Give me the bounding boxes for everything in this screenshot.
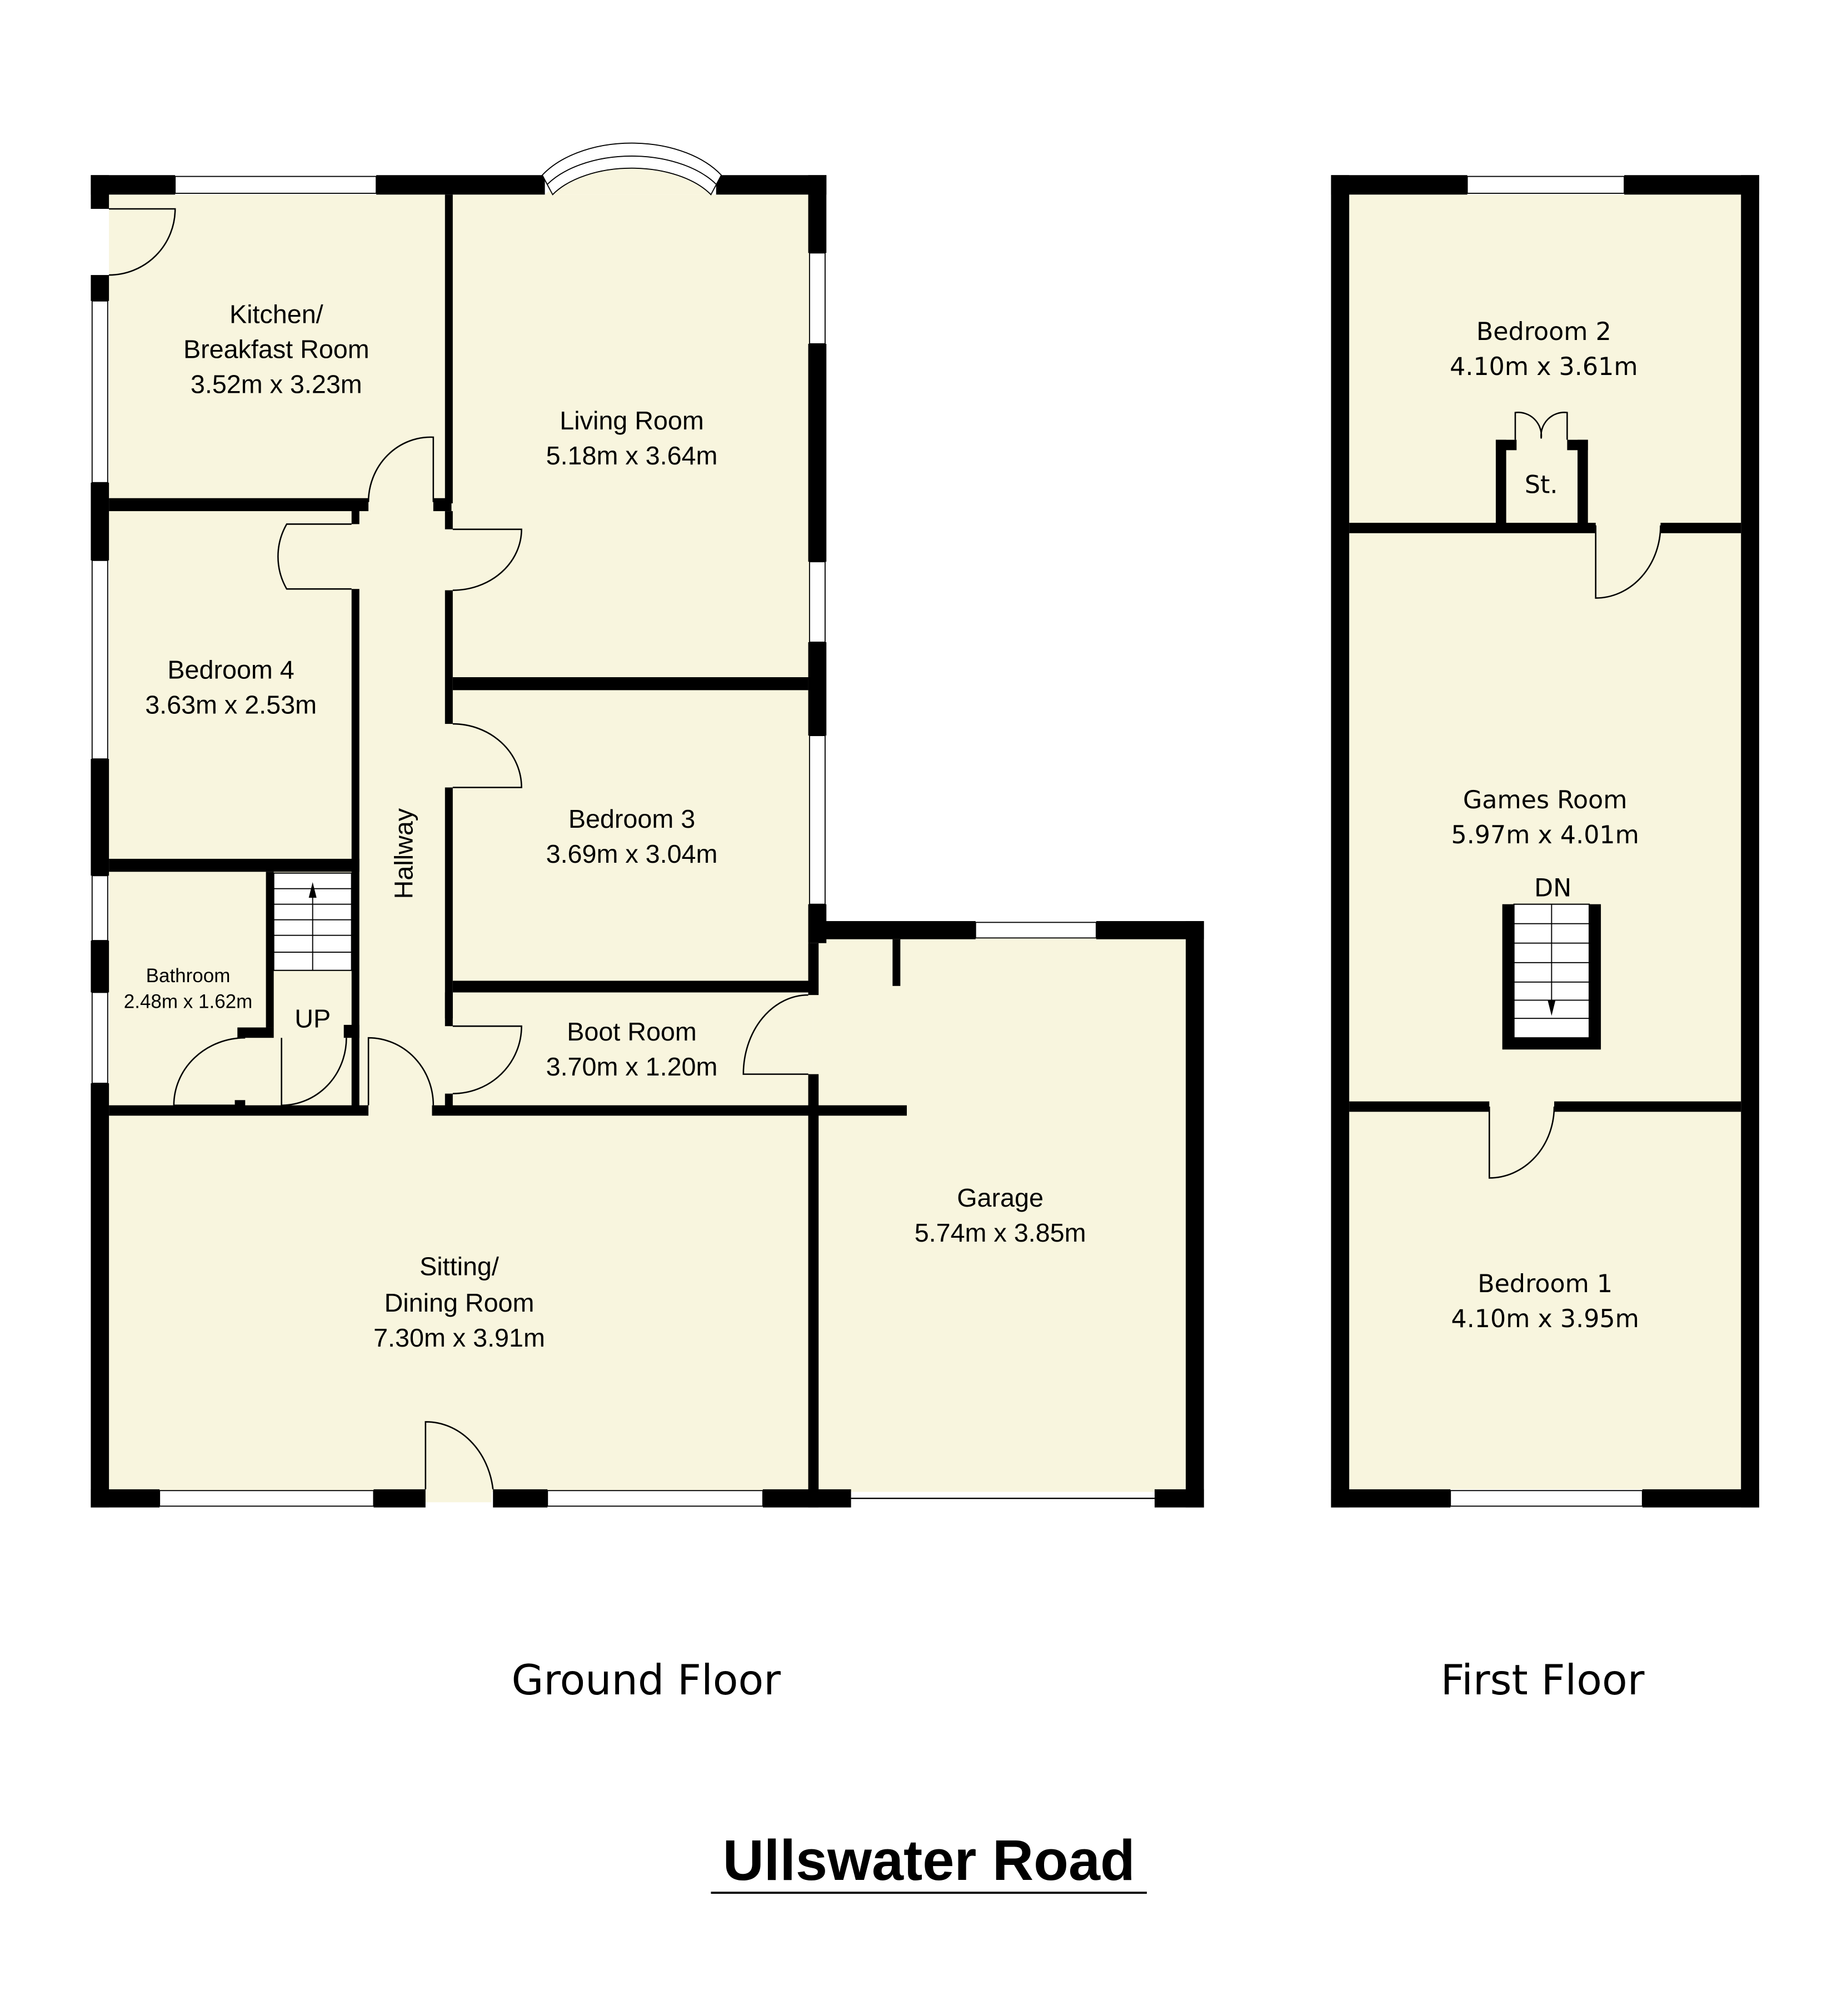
first-floor-staircase <box>1502 903 1601 1050</box>
garage-label: Garage <box>957 1183 1044 1212</box>
storage-label: St. <box>1525 471 1558 499</box>
bedroom4-label: Bedroom 4 <box>167 655 294 684</box>
first-floor-walls <box>1331 175 1759 1508</box>
sitting-room-label-2: Dining Room <box>385 1288 535 1317</box>
bedroom4-size: 3.63m x 2.53m <box>145 690 317 719</box>
ground-walls <box>91 175 1204 1508</box>
ground-windows <box>91 142 1155 1507</box>
garage-size: 5.74m x 3.85m <box>915 1218 1086 1247</box>
boot-room-label: Boot Room <box>567 1017 697 1046</box>
ground-floor: Kitchen/ Breakfast Room 3.52m x 3.23m Li… <box>91 142 1204 1704</box>
bedroom3-size: 3.69m x 3.04m <box>546 839 718 868</box>
bedroom2-size: 4.10m x 3.61m <box>1450 353 1638 381</box>
ground-floor-title: Ground Floor <box>511 1656 781 1704</box>
kitchen-label-2: Breakfast Room <box>183 335 370 364</box>
kitchen-size: 3.52m x 3.23m <box>191 370 362 399</box>
stairs-up-label: UP <box>294 1004 331 1033</box>
bedroom2-label: Bedroom 2 <box>1476 318 1611 346</box>
games-room-size: 5.97m x 4.01m <box>1451 821 1639 849</box>
boot-room-size: 3.70m x 1.20m <box>546 1052 718 1081</box>
first-floor: Bedroom 2 4.10m x 3.61m St. Games Room 5… <box>1331 175 1759 1704</box>
sitting-room-size: 7.30m x 3.91m <box>373 1323 545 1352</box>
stairs-down-label: DN <box>1534 874 1571 903</box>
first-floor-title: First Floor <box>1441 1656 1645 1704</box>
sitting-room-label: Sitting/ <box>420 1252 499 1281</box>
games-room-label: Games Room <box>1463 786 1628 814</box>
bedroom3-label: Bedroom 3 <box>568 804 695 833</box>
bathroom-size: 2.48m x 1.62m <box>124 991 253 1012</box>
first-floor-doors <box>1489 525 1661 1179</box>
property-title: Ullswater Road <box>723 1828 1135 1892</box>
ground-staircase <box>273 872 352 971</box>
bedroom1-label: Bedroom 1 <box>1477 1270 1613 1298</box>
living-room-label: Living Room <box>560 406 703 435</box>
kitchen-label: Kitchen/ <box>229 299 323 328</box>
hallway-label: Hallway <box>389 808 418 899</box>
first-floor-windows <box>1450 176 1643 1507</box>
living-room-size: 5.18m x 3.64m <box>546 441 718 470</box>
bedroom1-size: 4.10m x 3.95m <box>1451 1305 1639 1333</box>
ground-doors <box>109 208 808 1490</box>
bathroom-label: Bathroom <box>146 965 231 987</box>
